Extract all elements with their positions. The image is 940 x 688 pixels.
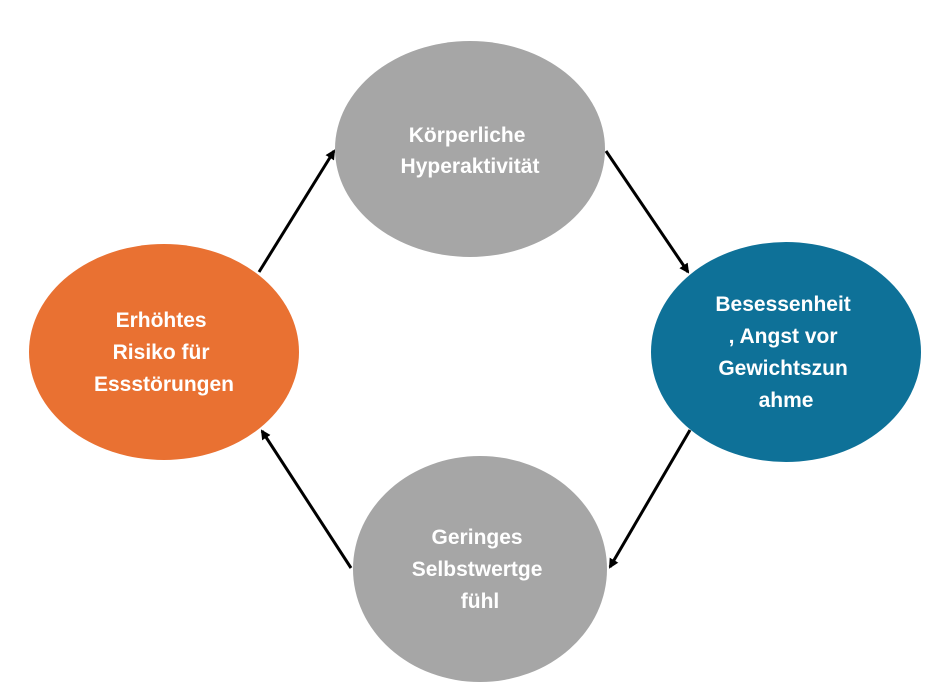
- node-erhoehtes-risiko: Erhöhtes Risiko für Essstörungen: [29, 244, 299, 460]
- node-bottom-line-3: fühl: [461, 590, 499, 613]
- node-left-line-3: Essstörungen: [94, 373, 234, 396]
- node-left-line-2: Risiko für: [113, 341, 210, 364]
- node-right-label: Besessenheit , Angst vor Gewichtszun ahm…: [715, 293, 856, 412]
- node-top-line-2: Hyperaktivität: [401, 155, 540, 178]
- node-left-line-1: Erhöhtes: [116, 309, 207, 332]
- node-right-line-1: Besessenheit: [715, 293, 850, 316]
- node-bottom-label: Geringes Selbstwertge fühl: [412, 526, 549, 613]
- node-right-shape: [651, 242, 921, 462]
- node-bottom-shape: [353, 456, 607, 682]
- node-right-line-3: Gewichtszun: [718, 357, 848, 380]
- node-top-label: Körperliche Hyperaktivität: [401, 124, 540, 178]
- node-top-line-1: Körperliche: [409, 124, 526, 147]
- node-right-line-2: , Angst vor: [729, 325, 838, 348]
- node-left-shape: [29, 244, 299, 460]
- node-left-label: Erhöhtes Risiko für Essstörungen: [94, 309, 234, 396]
- arrow-right-to-bottom: [608, 429, 692, 569]
- node-geringes-selbstwertgefuehl: Geringes Selbstwertge fühl: [353, 456, 607, 682]
- node-right-line-4: ahme: [759, 389, 814, 412]
- node-top-shape: [335, 41, 605, 257]
- node-bottom-line-2: Selbstwertge: [412, 558, 543, 581]
- arrow-bottom-to-left: [260, 429, 353, 569]
- arrow-left-to-top: [257, 149, 336, 273]
- node-bottom-line-1: Geringes: [432, 526, 523, 549]
- arrow-top-to-right: [604, 150, 690, 274]
- node-besessenheit-angst: Besessenheit , Angst vor Gewichtszun ahm…: [651, 242, 921, 462]
- node-koerperliche-hyperaktivitaet: Körperliche Hyperaktivität: [335, 41, 605, 257]
